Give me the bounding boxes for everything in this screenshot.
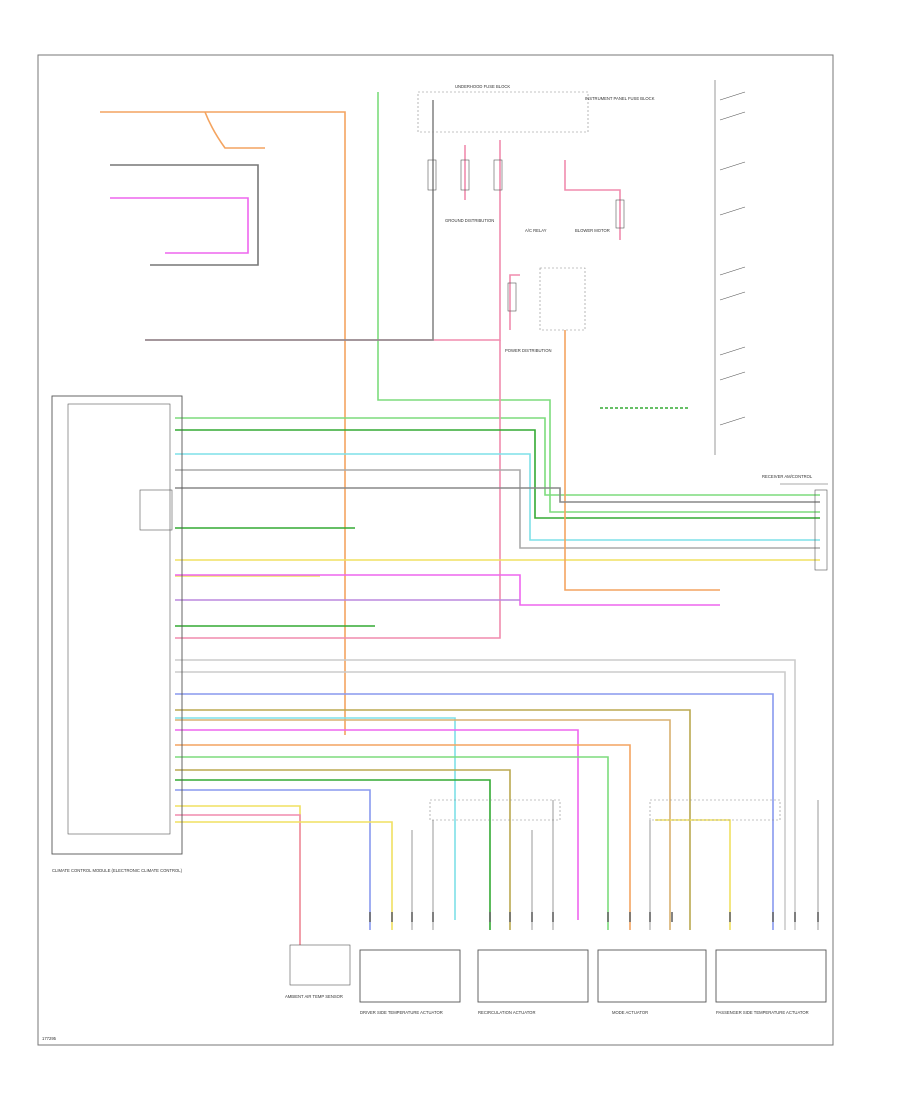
relay-fuse-b	[615, 199, 625, 229]
label-mode: MODE ACTUATOR	[612, 1010, 648, 1015]
mode-actuator	[597, 949, 707, 1003]
ac-relay	[539, 267, 586, 331]
pass-temp-actuator	[715, 949, 827, 1003]
label-ambient-sensor: AMBIENT AIR TEMP SENSOR	[285, 994, 343, 999]
fuse-2	[460, 159, 470, 191]
label-hvac-control: CLIMATE CONTROL MODULE (ELECTRONIC CLIMA…	[52, 868, 183, 873]
actuator-dash-2	[649, 799, 781, 821]
switch-stack	[719, 91, 746, 426]
wire-yellow-act	[175, 821, 393, 930]
fuse-1	[427, 159, 437, 191]
fuse-block	[417, 91, 589, 133]
wire-gray-3	[175, 671, 786, 930]
actuator-dash-1	[429, 799, 561, 821]
label-receiver-control: RECEIVER AM/CONTROL	[762, 474, 813, 479]
wire-pink-main	[145, 140, 501, 341]
wire-pink-sensor	[175, 814, 301, 945]
wire-magenta-2	[175, 574, 720, 606]
actuator-drops	[411, 800, 819, 930]
relay-fuse-a	[507, 282, 517, 312]
footer-code: 177295	[42, 1036, 57, 1041]
wire-layer	[100, 92, 820, 945]
wire-green-2	[175, 756, 609, 930]
wire-orange-top	[100, 111, 346, 735]
wire-gray-2	[175, 659, 796, 930]
wire-tan-1	[175, 719, 671, 930]
wire-green-3	[175, 779, 491, 930]
ambient-sensor	[289, 944, 351, 986]
label-blower-motor: BLOWER MOTOR	[575, 228, 610, 233]
hvac-control-module	[51, 395, 183, 855]
wire-dkgreen-1	[175, 429, 820, 519]
wire-pink-low	[175, 340, 501, 639]
hvac-module-inner	[67, 403, 171, 835]
diagram-frame	[37, 54, 834, 1046]
wire-olive-1	[175, 709, 691, 930]
wire-yellow-pass	[655, 819, 731, 930]
label-fuse-block-2: INSTRUMENT PANEL FUSE BLOCK	[585, 96, 655, 101]
wire-olive-2	[175, 769, 511, 930]
wire-cyan-1	[175, 453, 820, 541]
wire-green-mid	[175, 417, 820, 496]
wire-black-1	[175, 487, 820, 503]
wire-yellow-3	[175, 805, 301, 945]
label-recirc: RECIRCULATION ACTUATOR	[478, 1010, 535, 1015]
wire-pink-blower	[509, 274, 520, 330]
hvac-module-connector	[139, 489, 173, 531]
wire-magenta-3	[175, 729, 579, 920]
wire-black-2	[145, 100, 434, 341]
label-pass-temp: PASSENGER SIDE TEMPERATURE ACTUATOR	[716, 1010, 809, 1015]
wire-cyan-2	[175, 717, 456, 920]
receiver-connector	[814, 489, 828, 571]
wire-magenta-loop	[110, 197, 249, 254]
fuse-3	[493, 159, 503, 191]
label-fuse-block: UNDERHOOD FUSE BLOCK	[455, 84, 510, 89]
wire-green-long	[377, 92, 820, 513]
wire-orange-branch	[204, 111, 265, 149]
recirc-actuator	[477, 949, 589, 1003]
wire-blue-1	[175, 693, 774, 930]
driver-temp-actuator	[359, 949, 461, 1003]
wire-pink-relay	[564, 160, 621, 240]
label-driver-temp: DRIVER SIDE TEMPERATURE ACTUATOR	[360, 1010, 443, 1015]
label-power-dist: POWER DISTRIBUTION	[505, 348, 552, 353]
wire-black-3	[110, 164, 259, 266]
label-ac-relay: A/C RELAY	[525, 228, 547, 233]
wire-orange-3	[564, 330, 720, 591]
wire-orange-2	[175, 744, 631, 930]
wire-gray-1	[175, 469, 820, 549]
wire-blue-2	[175, 789, 371, 930]
actuator-connectors	[369, 912, 819, 922]
label-ground-dist: GROUND DISTRIBUTION	[445, 218, 494, 223]
